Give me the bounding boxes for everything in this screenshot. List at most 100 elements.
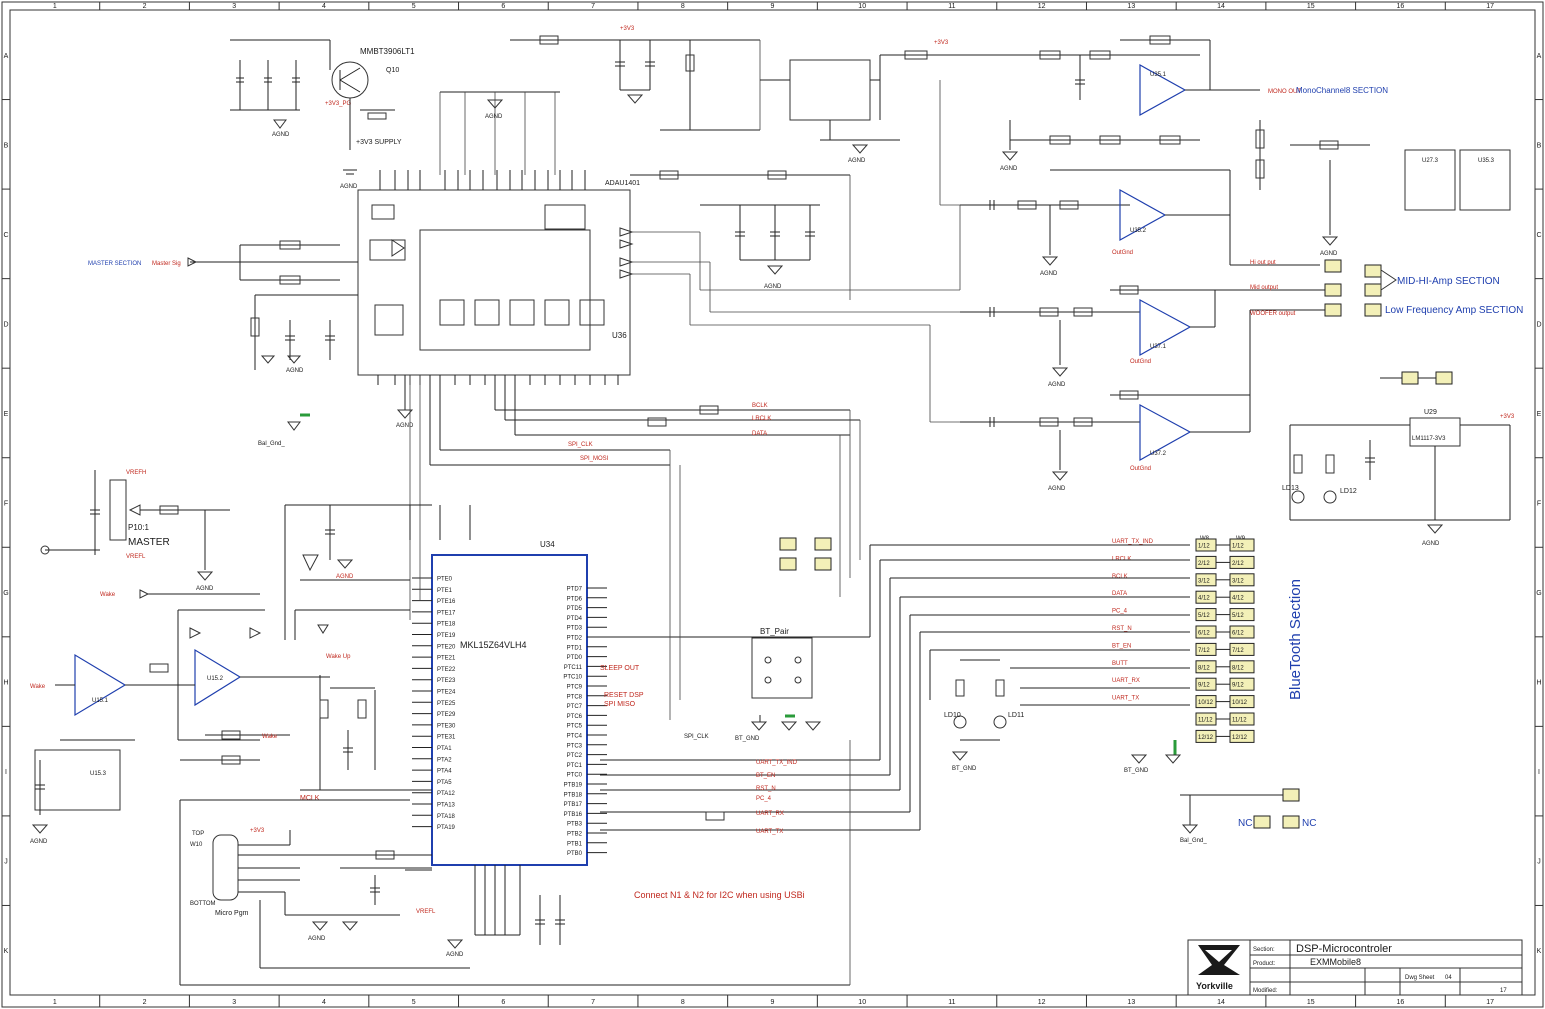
column-label: 3 (232, 999, 236, 1006)
title-block: Yorkville Section: DSP-Microcontroler Pr… (1187, 939, 1523, 996)
bt-pin-number: 10/12 (1232, 700, 1248, 706)
mcu-right-pins: PTD7PTD6PTD5PTD4PTD3PTD2PTD1PTD0PTC11PTC… (563, 587, 607, 857)
bt-pin-number: 5/12 (1232, 613, 1244, 619)
row-label: J (1537, 859, 1541, 866)
mcu-pin-label: PTA2 (437, 757, 452, 763)
mcu-pin-label: PTD0 (567, 655, 583, 661)
mcu-pin-label: PTC0 (567, 773, 583, 779)
master-pot-label: MASTER (128, 537, 170, 548)
row-label: C (1536, 232, 1541, 239)
wake-net-3: Wake (262, 734, 278, 740)
u35-label: U35.1 (1150, 72, 1167, 78)
column-label: 15 (1307, 999, 1315, 1006)
net-bclk: BCLK (752, 403, 768, 409)
vrefh-net: VREFH (126, 470, 146, 476)
mcu-pin-label: PTE19 (437, 633, 456, 639)
wake-net-2: Wake (100, 592, 116, 598)
bt-pin-number: 8/12 (1232, 665, 1244, 671)
u37b-label: U37.2 (1150, 451, 1167, 457)
mcu-pin-label: PTD5 (567, 606, 583, 612)
column-label: 6 (501, 3, 505, 10)
row-label: C (3, 232, 8, 239)
mcu-pin-label: PTE23 (437, 678, 456, 684)
modified-label: Modified: (1253, 988, 1278, 994)
outgnd-1: OutGnd (1112, 250, 1133, 256)
row-label: F (1537, 501, 1541, 508)
mclk-block: AGND MCLK Wake Up (179, 504, 851, 986)
micro-pgm-block: TOP W10 BOTTOM Micro Pgm +3V3 AGND (190, 828, 470, 969)
column-label: 11 (948, 999, 955, 1006)
mcu-pin-label: PTA12 (437, 791, 456, 797)
mcu-pin-label: PTB17 (564, 802, 583, 808)
mcu-pin-label: PTB16 (564, 812, 583, 818)
row-label: I (5, 769, 7, 776)
wake-up-net: Wake Up (326, 654, 351, 660)
woofer-output-stage: U37.2 AGND OutGnd (960, 310, 1251, 492)
product-value: EXMMobile8 (1310, 957, 1361, 967)
mcu-pin-label: PTE21 (437, 656, 456, 662)
net-spi-clk: SPI_CLK (568, 442, 593, 448)
bt-pin-number: 3/12 (1232, 578, 1244, 584)
mid-out-net: Mid output (1250, 285, 1278, 291)
led-ld10 (953, 715, 967, 729)
bt-pin-number: 7/12 (1198, 648, 1210, 654)
agnd-label-18: AGND (308, 936, 326, 942)
bt-pin-number: 3/12 (1198, 578, 1210, 584)
column-label: 12 (1038, 3, 1046, 10)
mcu-pin-label: PTE16 (437, 599, 456, 605)
brand-name: Yorkville (1196, 981, 1233, 991)
net-reset-dsp: RESET DSP (604, 692, 644, 699)
bluetooth-connector: W8 W9 1/121/12UART_TX_IND2/122/12LRCLK3/… (1112, 536, 1304, 774)
row-label: F (4, 501, 8, 508)
u15-1-label: U15.1 (92, 698, 109, 704)
decoupling-caps-left: AGND (230, 60, 300, 138)
dsp-bottom-pins (377, 375, 619, 385)
micro-pgm-label: Micro Pgm (215, 910, 249, 917)
mcu-pin-label: PTB1 (567, 841, 583, 847)
bt-pin-number: 10/12 (1198, 700, 1214, 706)
bt-pin-number: 1/12 (1198, 544, 1210, 550)
column-label: 14 (1217, 3, 1225, 10)
u29-part: LM1117-3V3 (1412, 436, 1446, 442)
sheet-number: 04 (1445, 975, 1452, 981)
row-label: D (3, 321, 8, 328)
row-label: G (1536, 590, 1541, 597)
agnd-label-16: AGND (30, 839, 48, 845)
bt-net-label: PC_4 (1112, 609, 1128, 615)
sheet-total: 17 (1500, 988, 1507, 994)
nc-label-1: NC (1238, 818, 1252, 829)
column-label: 2 (143, 3, 147, 10)
column-label: 13 (1127, 3, 1135, 10)
row-label: B (4, 142, 9, 149)
top-label: TOP (192, 831, 204, 837)
nc-label-2: NC (1302, 818, 1316, 829)
u15-2-label: U15.2 (207, 676, 224, 682)
net-spi-mosi: SPI_MOSI (580, 456, 609, 462)
bt-pin-number: 4/12 (1198, 596, 1210, 602)
bt-pin-number: 6/12 (1198, 631, 1210, 637)
mcu-pin-label: PTB0 (567, 851, 583, 857)
mcu-pin-label: PTC4 (567, 734, 583, 740)
bt-status-leds: LD10 LD11 BT_GND (944, 659, 1024, 772)
bt-pin-number: 9/12 (1198, 683, 1210, 689)
regulator-u12: AGND +3V3 (760, 40, 949, 164)
bt-pin-number: 12/12 (1232, 735, 1248, 741)
drawing-border (9, 9, 1536, 996)
opamp-u35-2 (1119, 188, 1167, 242)
bottom-label: BOTTOM (190, 901, 216, 907)
dsp-part: ADAU1401 (605, 180, 640, 187)
mcu-pin-label: PTC6 (567, 714, 583, 720)
row-label: E (4, 411, 9, 418)
mcu-pin-label: PTC10 (563, 675, 582, 681)
agnd-label-6: AGND (286, 368, 304, 374)
column-label: 1 (53, 999, 57, 1006)
ldo-u29-block: U29 LM1117-3V3 AGND LD13 LD12 +3V3 (1282, 371, 1515, 547)
dsp-analog-outputs (632, 80, 961, 423)
mcu-pin-label: PTD7 (567, 587, 583, 593)
opamp-u15-2 (194, 648, 242, 707)
section-label: Section: (1253, 947, 1275, 953)
mcu-pin-label: PTA18 (437, 814, 456, 820)
mcu-pin-label: PTB3 (567, 822, 583, 828)
mcu-pin-label: PTC9 (567, 685, 583, 691)
